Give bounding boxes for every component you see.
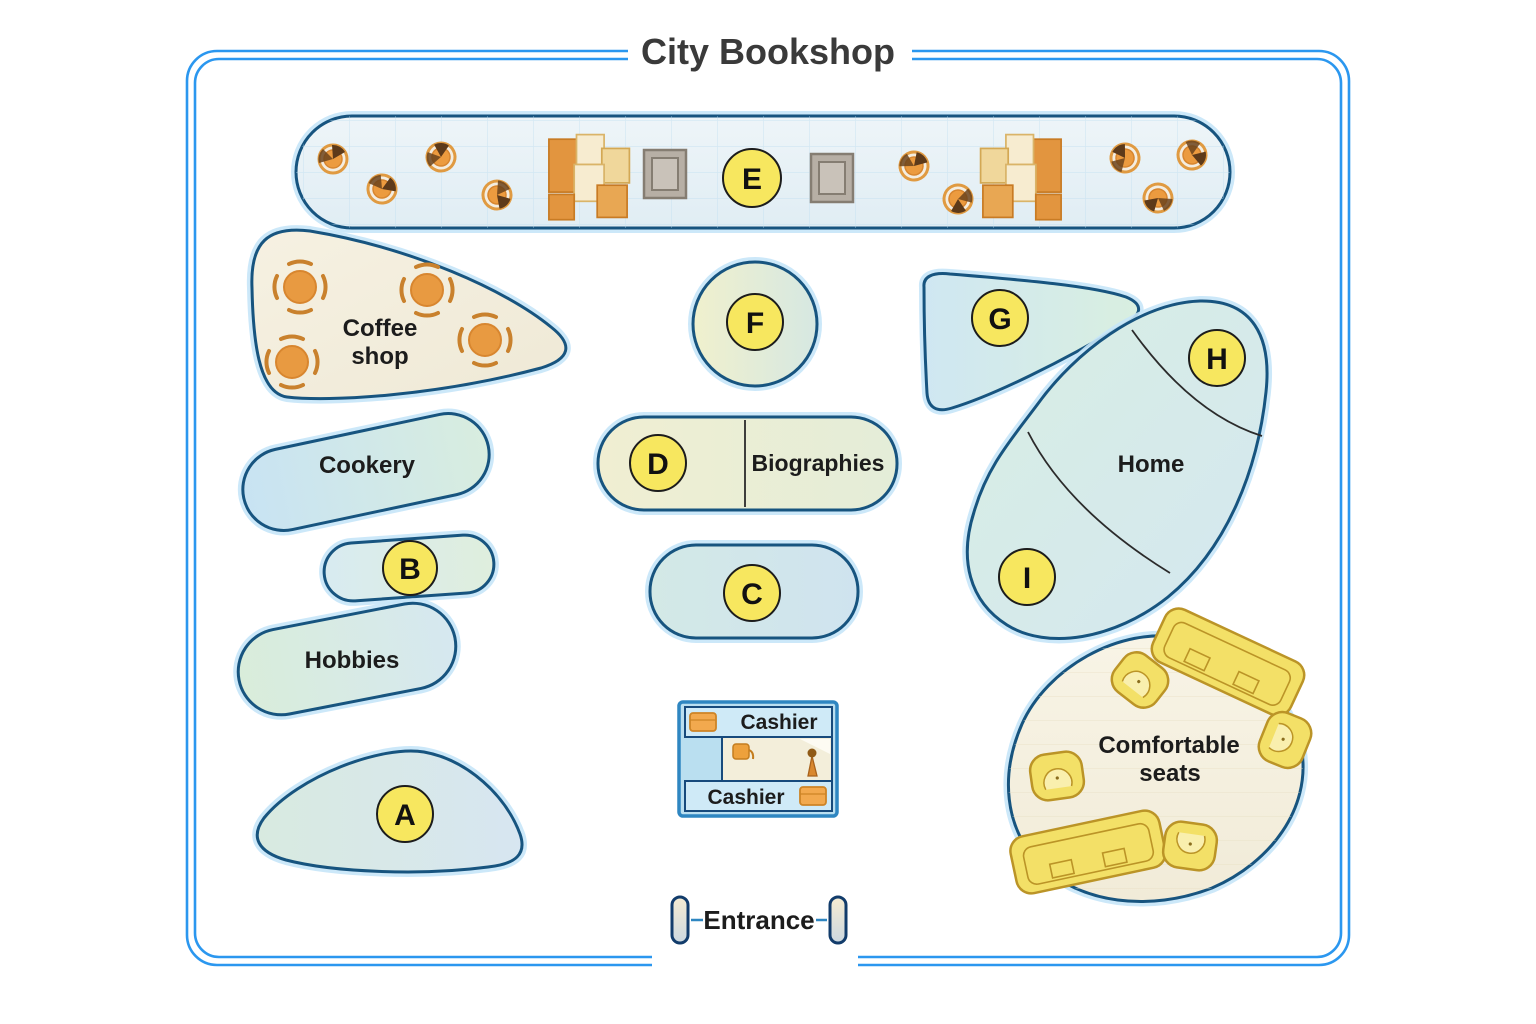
badge-g-label: G: [988, 303, 1011, 336]
badge-h-label: H: [1206, 343, 1228, 376]
entrance-post-icon: [670, 895, 690, 945]
map-frame: [185, 38, 1351, 974]
page-title: City Bookshop: [641, 31, 895, 72]
entrance-gap: [652, 946, 858, 974]
armchair-icon: [1159, 818, 1221, 874]
shelf-c: C: [650, 545, 858, 638]
entrance-label: Entrance: [703, 905, 814, 935]
badge-d: [629, 434, 687, 492]
cafe-table-icon: [316, 143, 349, 175]
home-label: Home: [1118, 451, 1185, 478]
cash-tray-icon: [689, 712, 717, 732]
badge-f: [726, 293, 784, 351]
hobbies-label: Hobbies: [305, 647, 400, 674]
badge-h: [1188, 329, 1246, 387]
biographies-label: Biographies: [752, 450, 885, 476]
shelf-a: A: [257, 751, 522, 872]
badge-b: [382, 540, 438, 596]
section-divider: [1131, 329, 1263, 437]
badge-e: [722, 148, 782, 208]
badge-c-label: C: [741, 578, 763, 611]
badge-c: [723, 564, 781, 622]
cookery-label: Cookery: [319, 452, 416, 479]
hobbies-shelf: Hobbies: [231, 596, 463, 722]
comfortable-seats-label-line2: seats: [1139, 760, 1200, 787]
booth-corner: [800, 739, 830, 754]
armchair-icon: [1026, 748, 1088, 804]
badge-i: [998, 548, 1056, 606]
entrance-post-icon: [828, 895, 848, 945]
coffee-shop-label-line2: shop: [351, 343, 408, 370]
badge-a-label: A: [394, 799, 416, 832]
badge-e-label: E: [742, 163, 762, 196]
badge-f-label: F: [746, 307, 764, 340]
display-f: F: [693, 262, 817, 386]
entrance: Entrance: [670, 895, 848, 945]
title-gap: [628, 38, 912, 68]
display-unit-icon: [809, 152, 855, 204]
comfortable-seats-label-line1: Comfortable: [1098, 732, 1239, 759]
coffee-shop-area: Coffee shop: [252, 230, 566, 398]
badge-g: [971, 289, 1029, 347]
area-e-strip: E: [296, 116, 1230, 228]
badge-i-label: I: [1023, 562, 1031, 595]
coffee-shop-label-line1: Coffee: [343, 315, 418, 342]
cashier-desk: Cashier Cashier: [677, 700, 839, 818]
home-area: H Home I: [967, 301, 1267, 639]
badge-b-label: B: [399, 553, 421, 586]
shelf-b: B: [322, 533, 496, 603]
cookery-shelf: Cookery: [235, 406, 497, 538]
comfortable-seats-area: Comfortable seats: [1008, 602, 1318, 902]
badge-a: [376, 785, 434, 843]
section-divider: [1027, 431, 1171, 574]
badge-d-label: D: [647, 448, 669, 481]
shelf-g: G: [924, 274, 1139, 410]
cash-tray-icon: [799, 786, 827, 806]
display-unit-icon: [642, 148, 688, 200]
cashier-bottom-label: Cashier: [707, 786, 784, 809]
cashier-counter-top: [684, 706, 833, 738]
cashier-top-label: Cashier: [740, 711, 817, 734]
biographies-shelf: D Biographies: [598, 417, 897, 510]
